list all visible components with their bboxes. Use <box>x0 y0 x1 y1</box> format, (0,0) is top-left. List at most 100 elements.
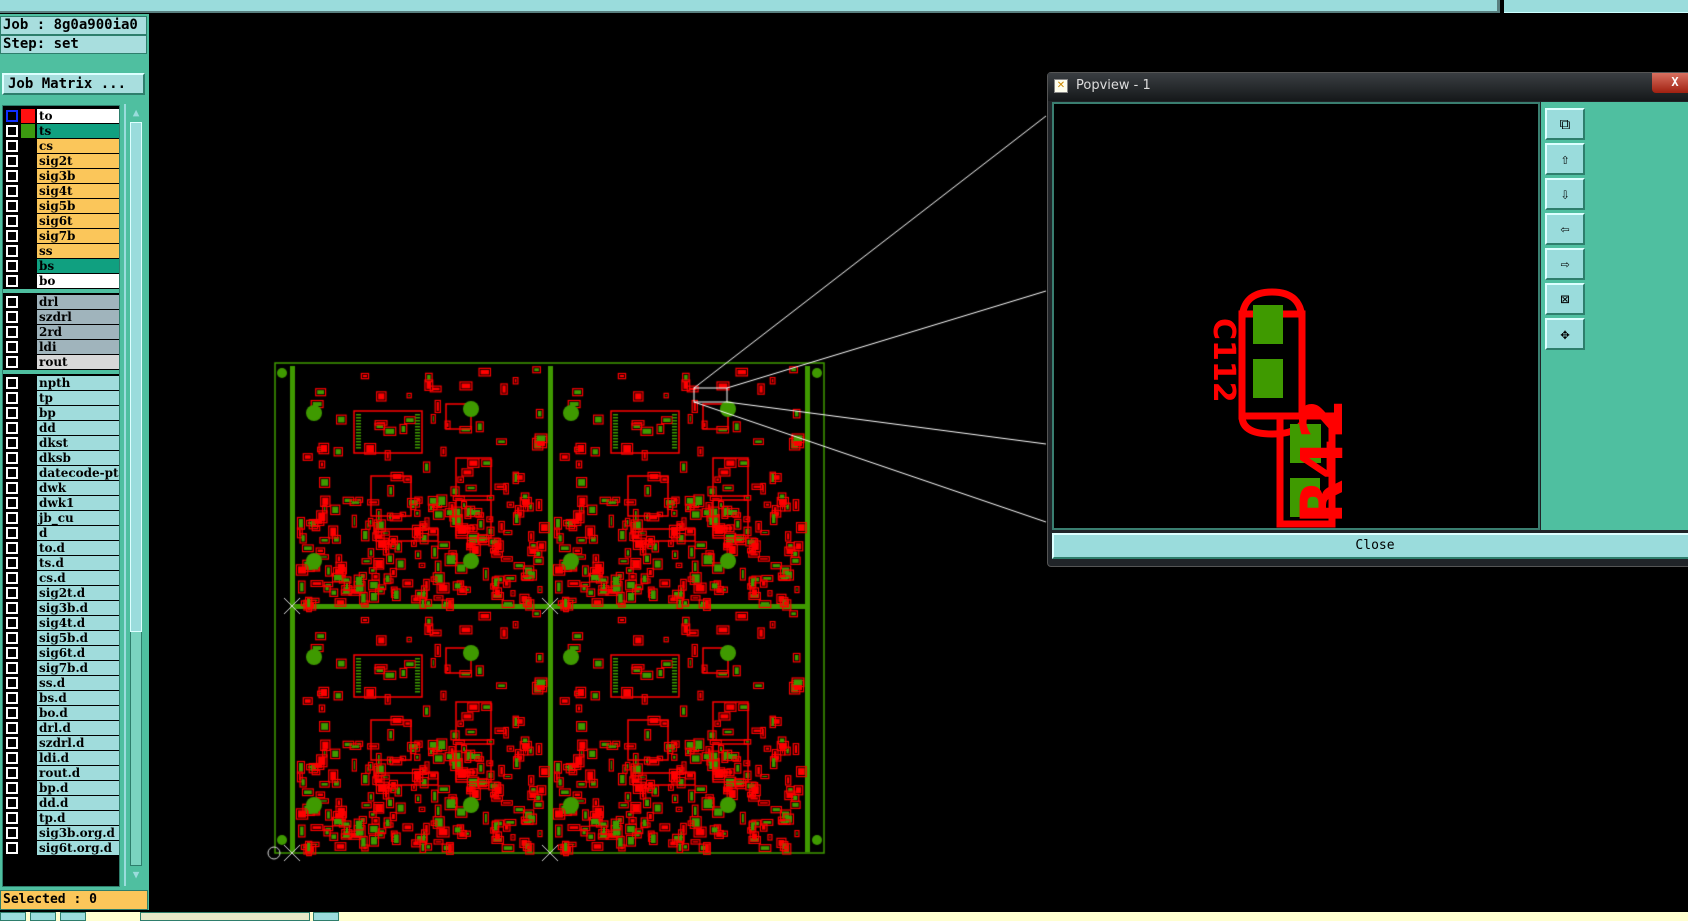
pan-right-icon[interactable]: ⇨ <box>1545 248 1585 280</box>
layer-checkbox[interactable] <box>6 737 18 749</box>
layer-checkbox[interactable] <box>6 797 18 809</box>
layer-checkbox[interactable] <box>6 677 18 689</box>
layer-name[interactable]: 2rd <box>37 325 119 339</box>
layer-row[interactable]: bo.d <box>3 705 119 721</box>
layer-name[interactable]: rout.d <box>37 766 119 780</box>
layer-name[interactable]: d <box>37 526 119 540</box>
layer-color-swatch[interactable] <box>21 676 35 690</box>
status-button-2[interactable] <box>30 912 56 921</box>
window-close-button[interactable]: X <box>1652 73 1688 93</box>
layer-checkbox[interactable] <box>6 230 18 242</box>
layer-row[interactable]: dwk <box>3 480 119 496</box>
layer-name[interactable]: jb_cu <box>37 511 119 525</box>
layer-checkbox[interactable] <box>6 407 18 419</box>
layer-checkbox[interactable] <box>6 842 18 854</box>
layer-checkbox[interactable] <box>6 296 18 308</box>
layer-row[interactable]: sig7b.d <box>3 660 119 676</box>
layer-name[interactable]: bp <box>37 406 119 420</box>
layer-name[interactable]: tp <box>37 391 119 405</box>
layer-checkbox[interactable] <box>6 707 18 719</box>
layer-name[interactable]: ts <box>37 124 119 138</box>
layer-name[interactable]: to <box>37 109 119 123</box>
layer-row[interactable]: to <box>3 108 119 124</box>
layer-checkbox[interactable] <box>6 467 18 479</box>
layer-checkbox[interactable] <box>6 527 18 539</box>
layer-checkbox[interactable] <box>6 170 18 182</box>
layer-color-swatch[interactable] <box>21 691 35 705</box>
layer-checkbox[interactable] <box>6 782 18 794</box>
layer-name[interactable]: sig4t <box>37 184 119 198</box>
layer-row[interactable]: sig3b.org.d <box>3 825 119 841</box>
scroll-up-icon[interactable]: ▲ <box>132 106 140 119</box>
layer-name[interactable]: cs.d <box>37 571 119 585</box>
layer-name[interactable]: bo.d <box>37 706 119 720</box>
layer-checkbox[interactable] <box>6 377 18 389</box>
layer-checkbox[interactable] <box>6 185 18 197</box>
layer-row[interactable]: bo <box>3 273 119 289</box>
layer-name[interactable]: datecode-pte <box>37 466 120 480</box>
layer-name[interactable]: sig7b.d <box>37 661 119 675</box>
layer-row[interactable]: cs <box>3 138 119 154</box>
layer-name[interactable]: sig7b <box>37 229 119 243</box>
layer-name[interactable]: ldi.d <box>37 751 119 765</box>
layer-checkbox[interactable] <box>6 632 18 644</box>
layer-name[interactable]: bo <box>37 274 119 288</box>
layer-color-swatch[interactable] <box>21 601 35 615</box>
layer-color-swatch[interactable] <box>21 481 35 495</box>
layer-name[interactable]: dksb <box>37 451 119 465</box>
layer-row[interactable]: dksb <box>3 450 119 466</box>
layer-color-swatch[interactable] <box>21 451 35 465</box>
layer-checkbox[interactable] <box>6 356 18 368</box>
layer-row[interactable]: d <box>3 525 119 541</box>
layer-color-swatch[interactable] <box>21 436 35 450</box>
layer-color-swatch[interactable] <box>21 751 35 765</box>
layer-row[interactable]: sig7b <box>3 228 119 244</box>
layer-row[interactable]: sig5b <box>3 198 119 214</box>
layer-checkbox[interactable] <box>6 311 18 323</box>
layer-row[interactable]: tp.d <box>3 810 119 826</box>
layer-row[interactable]: rout <box>3 354 119 370</box>
layer-checkbox[interactable] <box>6 542 18 554</box>
layer-color-swatch[interactable] <box>21 766 35 780</box>
layer-name[interactable]: dwk1 <box>37 496 119 510</box>
layer-color-swatch[interactable] <box>21 244 35 258</box>
layer-name[interactable]: rout <box>37 355 119 369</box>
layer-name[interactable]: sig3b.d <box>37 601 119 615</box>
layer-checkbox[interactable] <box>6 602 18 614</box>
layer-checkbox[interactable] <box>6 155 18 167</box>
layer-checkbox[interactable] <box>6 125 18 137</box>
layer-name[interactable]: szdrl <box>37 310 119 324</box>
layer-color-swatch[interactable] <box>21 526 35 540</box>
layer-checkbox[interactable] <box>6 260 18 272</box>
zoom-in-icon[interactable]: ⊠ <box>1545 283 1585 315</box>
status-button-1[interactable] <box>0 912 26 921</box>
layer-row[interactable]: sig4t.d <box>3 615 119 631</box>
layer-name[interactable]: drl <box>37 295 119 309</box>
layer-checkbox[interactable] <box>6 215 18 227</box>
layer-color-swatch[interactable] <box>21 571 35 585</box>
scroll-thumb[interactable] <box>130 122 142 632</box>
layer-row[interactable]: drl <box>3 294 119 310</box>
layer-row[interactable]: ts.d <box>3 555 119 571</box>
layer-row[interactable]: sig2t <box>3 153 119 169</box>
layer-name[interactable]: ss.d <box>37 676 119 690</box>
layer-row[interactable]: ss.d <box>3 675 119 691</box>
layer-color-swatch[interactable] <box>21 616 35 630</box>
layer-row[interactable]: sig5b.d <box>3 630 119 646</box>
layer-row[interactable]: dd.d <box>3 795 119 811</box>
layer-row[interactable]: bp.d <box>3 780 119 796</box>
layer-checkbox[interactable] <box>6 326 18 338</box>
layer-checkbox[interactable] <box>6 557 18 569</box>
layer-checkbox[interactable] <box>6 275 18 287</box>
layer-color-swatch[interactable] <box>21 781 35 795</box>
layer-name[interactable]: sig5b <box>37 199 119 213</box>
layer-color-swatch[interactable] <box>21 826 35 840</box>
layer-color-swatch[interactable] <box>21 466 35 480</box>
layer-row[interactable]: rout.d <box>3 765 119 781</box>
layer-name[interactable]: bs <box>37 259 119 273</box>
layer-checkbox[interactable] <box>6 572 18 584</box>
layer-row[interactable]: drl.d <box>3 720 119 736</box>
layer-color-swatch[interactable] <box>21 109 35 123</box>
layer-color-swatch[interactable] <box>21 706 35 720</box>
pan-down-icon[interactable]: ⇩ <box>1545 178 1585 210</box>
